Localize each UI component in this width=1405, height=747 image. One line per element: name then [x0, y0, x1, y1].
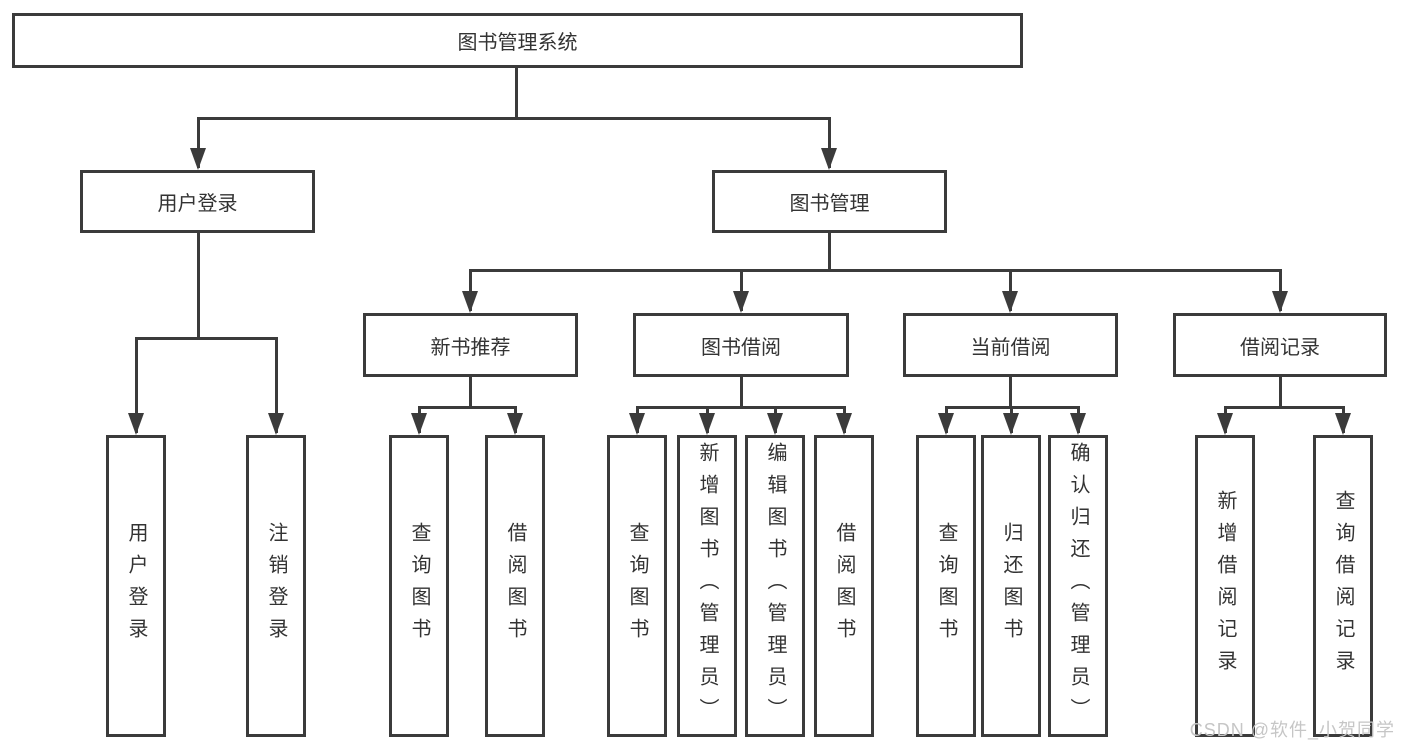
- csdn-watermark: CSDN @软件_小贺同学: [1189, 720, 1395, 740]
- connector-arrowhead: [821, 148, 837, 170]
- node-nbr-borrow-books: 借阅图书: [485, 435, 545, 737]
- connector-arrowhead: [1272, 291, 1288, 313]
- node-new-book-recommend: 新书推荐: [363, 313, 578, 377]
- connector-vline: [468, 377, 472, 407]
- node-label: 借阅图书: [504, 522, 526, 650]
- node-label: 新增图书（管理员）: [696, 442, 718, 730]
- node-label: 查询图书: [935, 522, 957, 650]
- connector-vline: [739, 270, 743, 311]
- node-borrowing-records: 借阅记录: [1173, 313, 1387, 377]
- connector-arrowhead: [767, 413, 783, 435]
- node-library-system: 图书管理系统: [12, 13, 1023, 68]
- node-label: 查询图书: [626, 522, 648, 650]
- connector-arrowhead: [1003, 413, 1019, 435]
- connector-vline: [1008, 270, 1012, 311]
- node-bb-add-books-admin: 新增图书（管理员）: [677, 435, 737, 737]
- connector-hline: [196, 116, 831, 120]
- node-cb-return-books: 归还图书: [981, 435, 1041, 737]
- connector-hline: [134, 336, 278, 340]
- node-nbr-query-books: 查询图书: [389, 435, 449, 737]
- node-bb-edit-books-admin: 编辑图书（管理员）: [745, 435, 805, 737]
- connector-arrowhead: [938, 413, 954, 435]
- connector-arrowhead: [1217, 413, 1233, 435]
- connector-vline: [1278, 270, 1282, 311]
- connector-vline: [827, 118, 831, 168]
- connector-arrowhead: [128, 413, 144, 435]
- connector-vline: [196, 233, 200, 338]
- connector-vline: [1008, 377, 1012, 407]
- connector-vline: [1278, 377, 1282, 407]
- node-book-management: 图书管理: [712, 170, 947, 233]
- node-label: 确认归还（管理员）: [1067, 442, 1089, 730]
- connector-arrowhead: [507, 413, 523, 435]
- node-book-borrowing: 图书借阅: [633, 313, 849, 377]
- node-br-query-record: 查询借阅记录: [1313, 435, 1373, 737]
- connector-arrowhead: [699, 413, 715, 435]
- node-logout-action: 注销登录: [246, 435, 306, 737]
- node-bb-query-books: 查询图书: [607, 435, 667, 737]
- connector-vline: [468, 270, 472, 311]
- node-cb-confirm-return-admin: 确认归还（管理员）: [1048, 435, 1108, 737]
- connector-vline: [514, 68, 518, 118]
- node-label: 注销登录: [265, 522, 287, 650]
- node-label: 编辑图书（管理员）: [764, 442, 786, 730]
- connector-hline: [635, 405, 846, 409]
- connector-arrowhead: [629, 413, 645, 435]
- connector-hline: [1223, 405, 1345, 409]
- connector-vline: [196, 118, 200, 168]
- connector-arrowhead: [462, 291, 478, 313]
- connector-arrowhead: [190, 148, 206, 170]
- connector-vline: [739, 377, 743, 407]
- connector-vline: [827, 233, 831, 270]
- connector-arrowhead: [268, 413, 284, 435]
- node-label: 用户登录: [125, 522, 147, 650]
- node-bb-borrow-books: 借阅图书: [814, 435, 874, 737]
- connector-arrowhead: [1070, 413, 1086, 435]
- connector-arrowhead: [733, 291, 749, 313]
- node-login-action: 用户登录: [106, 435, 166, 737]
- node-label: 新增借阅记录: [1214, 490, 1236, 682]
- connector-arrowhead: [836, 413, 852, 435]
- node-label: 借阅图书: [833, 522, 855, 650]
- connector-vline: [134, 338, 138, 433]
- node-user-login: 用户登录: [80, 170, 315, 233]
- node-label: 归还图书: [1000, 522, 1022, 650]
- node-cb-query-books: 查询图书: [916, 435, 976, 737]
- node-label: 查询借阅记录: [1332, 490, 1354, 682]
- connector-hline: [417, 405, 517, 409]
- connector-hline: [468, 268, 1282, 272]
- connector-arrowhead: [1002, 291, 1018, 313]
- node-label: 查询图书: [408, 522, 430, 650]
- node-br-add-record: 新增借阅记录: [1195, 435, 1255, 737]
- connector-vline: [274, 338, 278, 433]
- connector-arrowhead: [1335, 413, 1351, 435]
- node-current-borrowing: 当前借阅: [903, 313, 1118, 377]
- connector-arrowhead: [411, 413, 427, 435]
